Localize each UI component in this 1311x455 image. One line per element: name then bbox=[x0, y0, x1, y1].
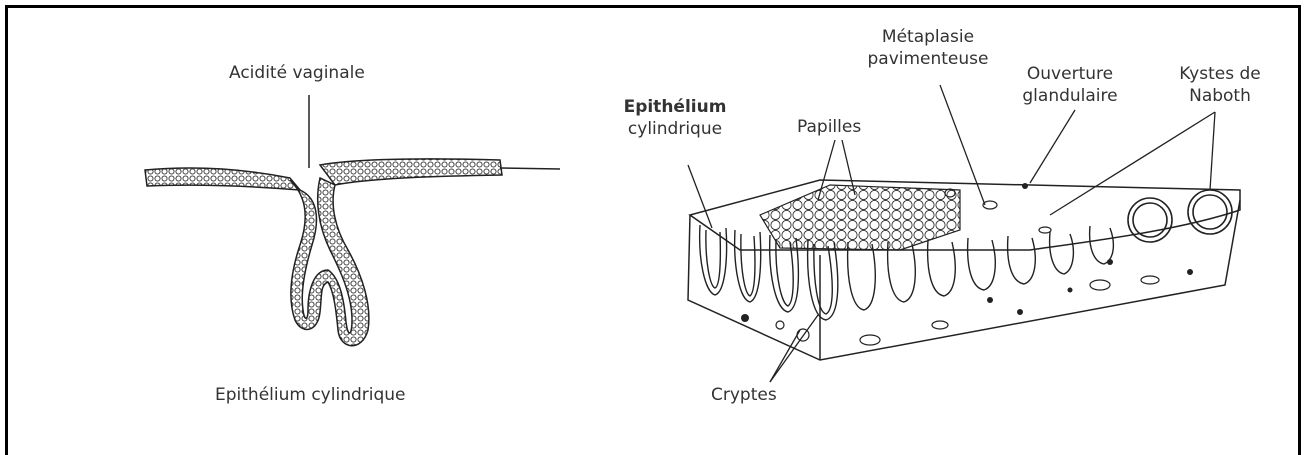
label-ouverture-glandulaire: Ouverture glandulaire bbox=[1015, 63, 1125, 107]
label-papilles: Papilles bbox=[797, 116, 861, 138]
label-ouverture-line1: Ouverture bbox=[1015, 63, 1125, 85]
label-epithelium-cylindrique-right: Epithélium cylindrique bbox=[610, 96, 740, 140]
label-metaplasie-line2: pavimenteuse bbox=[858, 48, 998, 70]
label-kystes-line1: Kystes de bbox=[1170, 63, 1270, 85]
label-ouverture-line2: glandulaire bbox=[1015, 85, 1125, 107]
label-metaplasie-pavimenteuse: Métaplasie pavimenteuse bbox=[858, 26, 998, 70]
left-epithelium-drawing bbox=[145, 95, 560, 346]
label-kystes-line2: Naboth bbox=[1170, 85, 1270, 107]
label-epithelium-line2: cylindrique bbox=[610, 118, 740, 140]
label-epithelium-line1: Epithélium bbox=[610, 96, 740, 118]
label-epithelium-cylindrique-left: Epithélium cylindrique bbox=[215, 384, 406, 406]
label-kystes-de-naboth: Kystes de Naboth bbox=[1170, 63, 1270, 107]
label-acidite-vaginale: Acidité vaginale bbox=[229, 62, 365, 84]
cervical-tissue-block-drawing bbox=[688, 85, 1240, 382]
label-cryptes: Cryptes bbox=[711, 384, 777, 406]
label-metaplasie-line1: Métaplasie bbox=[858, 26, 998, 48]
